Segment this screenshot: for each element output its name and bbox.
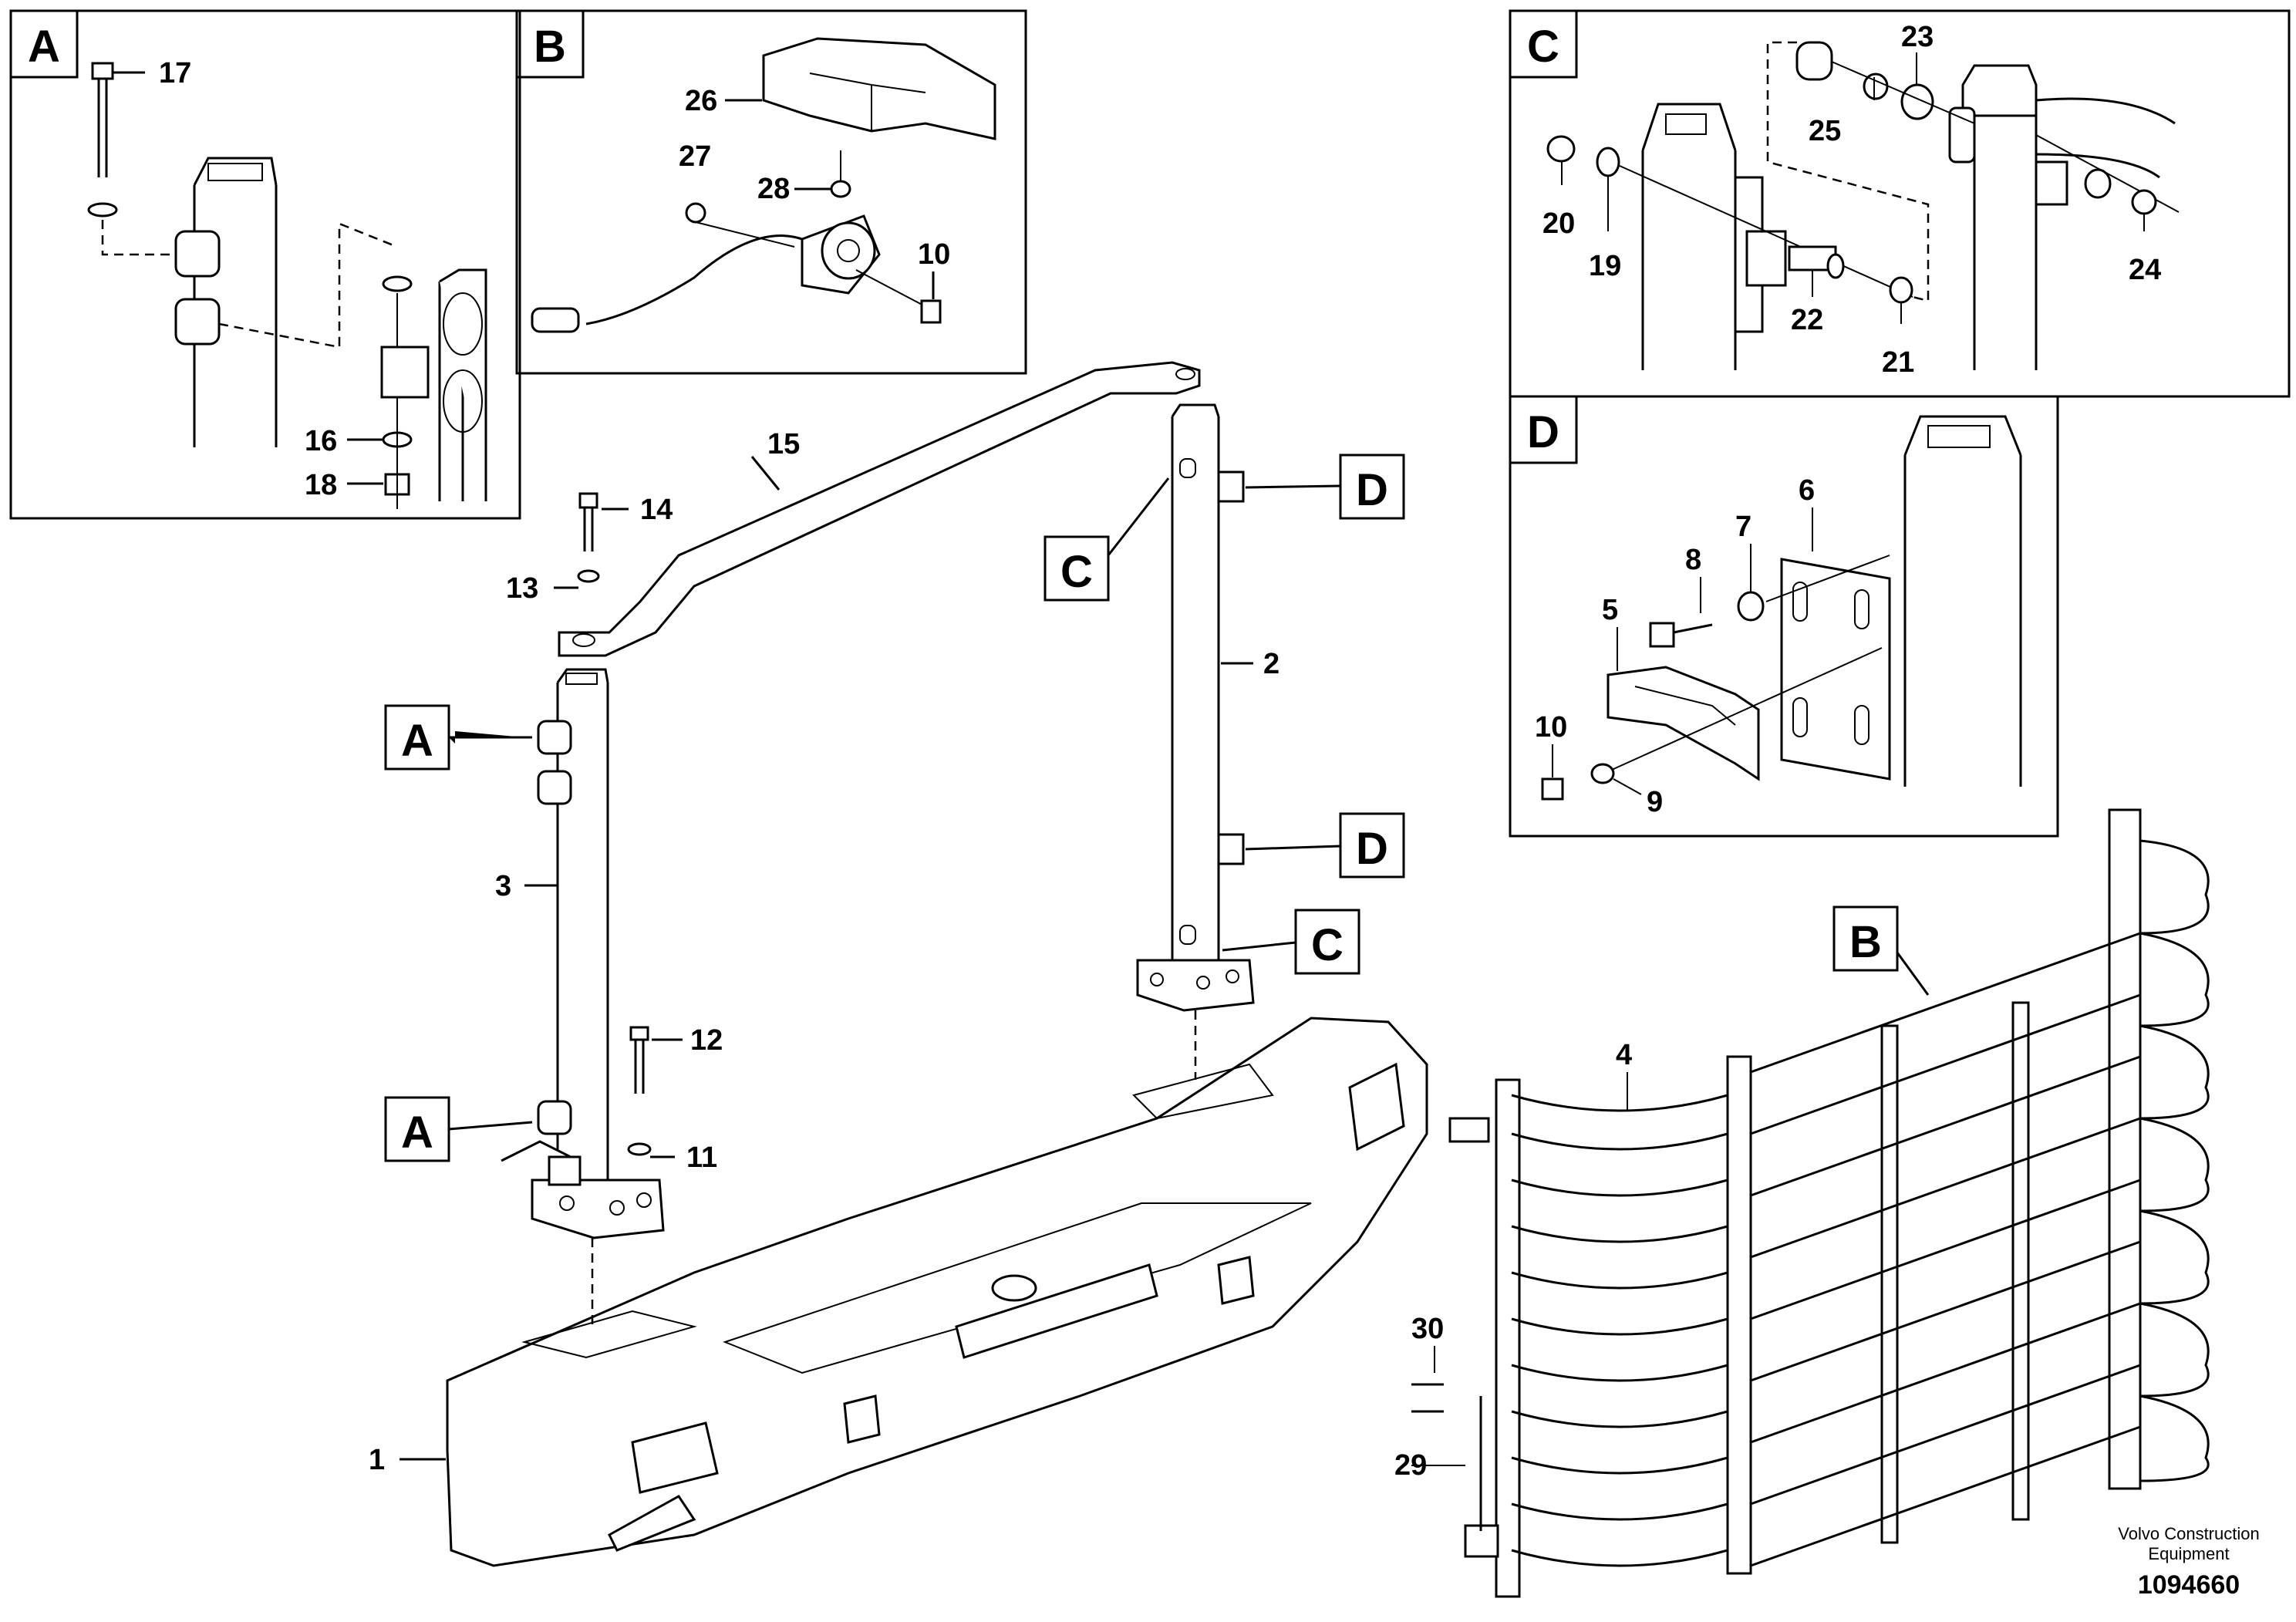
callout-c-lower: C — [1311, 920, 1344, 970]
detail-frame-d — [1509, 395, 2059, 838]
callout-b: B — [1849, 917, 1882, 967]
part-label-20: 20 — [1542, 207, 1575, 240]
detail-view-b: B 26 27 28 10 — [515, 9, 1027, 375]
part-label-7: 7 — [1735, 511, 1752, 543]
detail-tag-a — [9, 9, 79, 79]
brand-line-1: Volvo Construction — [2118, 1524, 2259, 1543]
detail-view-a: A 17 16 18 — [9, 9, 521, 520]
part-label-30: 30 — [1411, 1313, 1444, 1345]
part-label-10-d: 10 — [1535, 711, 1567, 744]
main-callouts: A A C C D D B — [384, 454, 1930, 1162]
part-label-2: 2 — [1263, 648, 1279, 680]
part-label-1: 1 — [369, 1444, 385, 1476]
part-label-5: 5 — [1602, 594, 1618, 626]
part-label-17: 17 — [159, 57, 191, 89]
part-label-6: 6 — [1799, 474, 1815, 507]
detail-view-c: C 25 23 20 — [1509, 9, 2291, 398]
part-label-12: 12 — [690, 1024, 723, 1057]
part-label-27: 27 — [679, 140, 711, 173]
part-label-18: 18 — [305, 469, 337, 501]
part-label-14: 14 — [640, 494, 673, 526]
part-label-16: 16 — [305, 425, 337, 457]
detail-letter-a: A — [28, 22, 60, 72]
detail-tag-d — [1509, 395, 1578, 464]
detail-frame-a — [9, 9, 521, 520]
detail-frame-c — [1509, 9, 2291, 398]
detail-letter-d: D — [1527, 407, 1559, 457]
part-label-4: 4 — [1616, 1039, 1632, 1071]
callout-c-upper: C — [1060, 547, 1093, 597]
main-part-numbers: 14 13 15 2 3 12 11 1 4 30 29 — [369, 428, 1632, 1482]
part-label-25: 25 — [1809, 115, 1841, 147]
part-label-22: 22 — [1791, 304, 1823, 336]
part-label-28: 28 — [757, 173, 790, 205]
main-assembly — [446, 361, 1428, 1567]
detail-view-d: D 6 7 8 5 10 9 — [1509, 395, 2059, 838]
part-label-11: 11 — [686, 1141, 717, 1174]
part-label-10-b: 10 — [918, 238, 950, 271]
part-label-23: 23 — [1901, 21, 1934, 53]
brand-line-2: Equipment — [2148, 1544, 2229, 1563]
callout-a-upper: A — [401, 716, 433, 766]
document-footer: Volvo Construction Equipment 1094660 — [2118, 1524, 2259, 1600]
document-number: 1094660 — [2138, 1570, 2240, 1600]
part-label-29: 29 — [1394, 1449, 1427, 1482]
part-label-21: 21 — [1882, 346, 1914, 379]
detail-letter-b: B — [534, 22, 566, 72]
detail-letter-c: C — [1527, 22, 1559, 72]
part-label-9: 9 — [1647, 786, 1663, 818]
detail-tag-c — [1509, 9, 1578, 79]
callout-d-upper: D — [1356, 465, 1388, 515]
detail-tag-b — [515, 9, 585, 79]
grille-assembly — [1411, 808, 2210, 1598]
part-label-3: 3 — [495, 870, 511, 902]
part-label-26: 26 — [685, 85, 717, 117]
part-label-19: 19 — [1589, 250, 1621, 282]
callout-d-lower: D — [1356, 824, 1388, 874]
part-label-8: 8 — [1685, 544, 1701, 576]
counterweight — [446, 1017, 1428, 1567]
part-label-15: 15 — [767, 428, 800, 460]
callout-a-lower: A — [401, 1108, 433, 1158]
cross-bar — [558, 361, 1201, 657]
detail-frame-b — [515, 9, 1027, 375]
part-label-24: 24 — [2129, 254, 2161, 286]
part-label-13: 13 — [506, 572, 538, 605]
